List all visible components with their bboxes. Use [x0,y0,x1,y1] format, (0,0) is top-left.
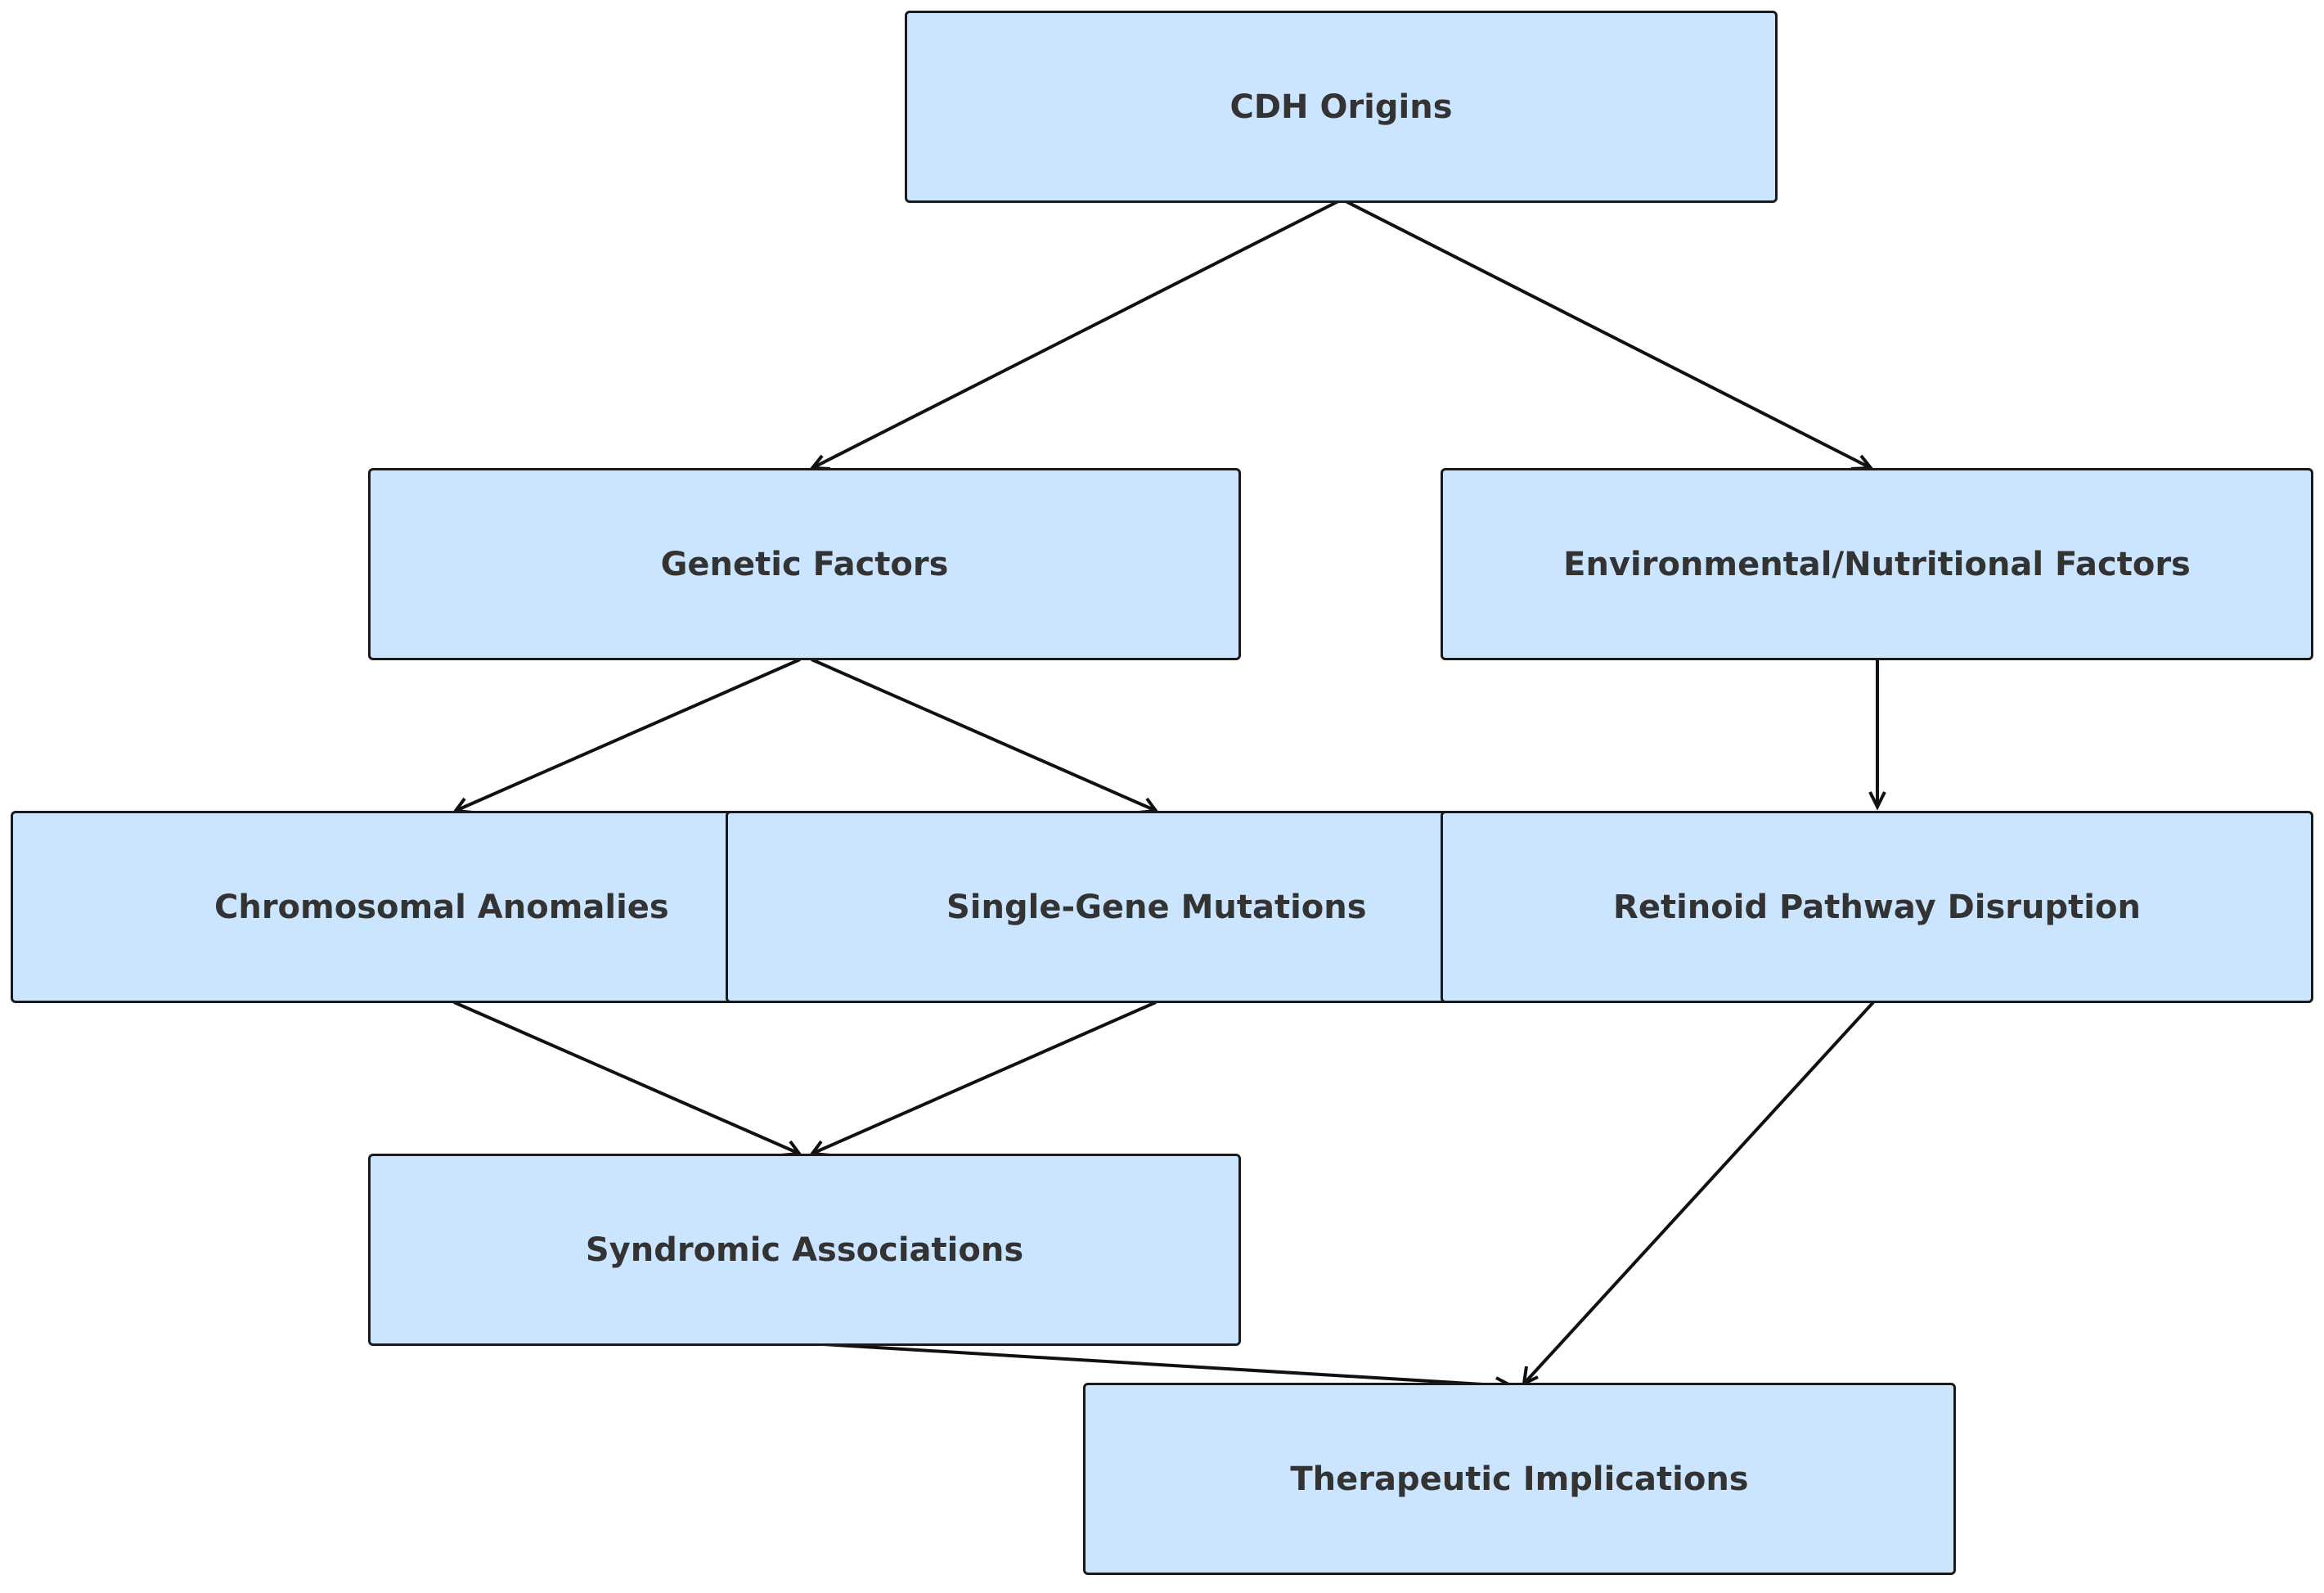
node-therapeutic-implications: Therapeutic Implications [1083,1383,1956,1575]
node-environmental-factors-label: Environmental/Nutritional Factors [1563,545,2191,583]
edge-syndromic-to-therapeutic [809,1342,1511,1388]
node-cdh-origins: CDH Origins [905,11,1778,203]
edge-origins-to-environmental [1345,200,1870,469]
node-single-gene-mutations-label: Single-Gene Mutations [946,888,1367,926]
node-syndromic-associations: Syndromic Associations [368,1154,1241,1346]
node-retinoid-pathway: Retinoid Pathway Disruption [1441,811,2313,1003]
edge-single-gene-to-syndromic [813,1001,1157,1154]
edge-environmental-to-retinoid-arrowhead [1868,791,1886,811]
edge-genetic-to-single-gene [811,658,1155,812]
edge-retinoid-to-therapeutic [1523,1001,1875,1384]
node-chromosomal-anomalies-label: Chromosomal Anomalies [214,888,669,926]
node-cdh-origins-label: CDH Origins [1229,88,1453,126]
node-genetic-factors: Genetic Factors [368,468,1241,660]
node-therapeutic-implications-label: Therapeutic Implications [1290,1460,1749,1498]
edge-origins-to-genetic [813,200,1339,469]
edge-genetic-to-chromosomal [456,658,801,812]
node-genetic-factors-label: Genetic Factors [660,545,949,583]
edge-chromosomal-to-syndromic [453,1001,798,1154]
node-retinoid-pathway-label: Retinoid Pathway Disruption [1613,888,2141,926]
node-syndromic-associations-label: Syndromic Associations [585,1231,1024,1269]
node-environmental-factors: Environmental/Nutritional Factors [1441,468,2313,660]
